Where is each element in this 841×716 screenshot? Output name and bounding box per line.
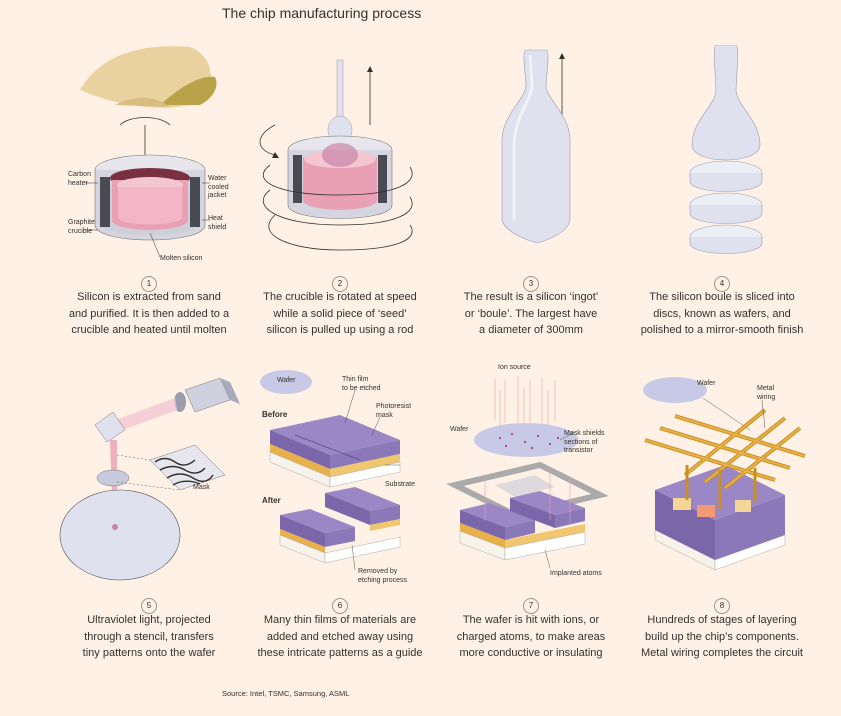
step-1-caption: Silicon is extracted from sand and purif… — [49, 289, 249, 339]
source-note: Source: Intel, TSMC, Samsung, ASML — [222, 689, 350, 698]
step-2-caption: The crucible is rotated at speed while a… — [240, 289, 440, 339]
label-heat-shield: Heat shield — [208, 215, 227, 231]
label-molten-silicon: Molten silicon — [160, 255, 203, 262]
step-3-caption-line: or ‘boule’. The largest have — [464, 307, 598, 320]
step-4-caption-line: discs, known as wafers, and — [653, 307, 791, 320]
step-1-caption-line: and purified. It is then added to a — [68, 307, 230, 320]
label-carbon-heater: Carbon heater — [68, 171, 91, 187]
label-implanted-atoms: Implanted atoms — [550, 570, 602, 577]
step-6-number: 6 — [332, 598, 348, 614]
step-4-caption: The silicon boule is sliced into discs, … — [622, 289, 822, 339]
step-5-caption-line: Ultraviolet light, projected — [87, 614, 211, 626]
label-wafer: Wafer — [697, 380, 716, 387]
step-1-number: 1 — [141, 276, 157, 292]
step-1-caption-line: crucible and heated until molten — [71, 324, 227, 336]
label-mask-shields: Mask shields sections of transistor — [564, 430, 605, 454]
step-5-number: 5 — [141, 598, 157, 614]
step-6-caption-line: added and etched away using — [266, 630, 414, 643]
step-7-caption: The wafer is hit with ions, or charged a… — [431, 612, 631, 662]
label-removed-by-etching: Removed by etching process — [358, 568, 408, 584]
label-graphite-crucible: Graphite crucible — [68, 219, 95, 235]
step-2-number: 2 — [332, 276, 348, 292]
step-6-caption-line: Many thin films of materials are — [263, 614, 417, 626]
step-3-number: 3 — [523, 276, 539, 292]
label-water-cooled-jacket: Water cooled jacket — [208, 175, 229, 199]
step-2-caption-line: while a solid piece of ‘seed’ — [273, 307, 407, 320]
step-1-illustration: Carbon heater Water cooled jacket Graphi… — [40, 35, 240, 270]
step-8-caption: Hundreds of stages of layering build up … — [622, 612, 822, 662]
label-mask: Mask — [193, 484, 210, 491]
step-7-caption-line: more conductive or insulating — [459, 647, 603, 659]
step-4-caption-line: polished to a mirror-smooth finish — [640, 324, 804, 336]
label-thin-film: Thin film to be etched — [342, 376, 381, 392]
step-7-caption-line: charged atoms, to make areas — [456, 630, 606, 643]
step-2-caption-line: The crucible is rotated at speed — [263, 291, 417, 303]
step-3-caption: The result is a silicon ‘ingot’ or ‘boul… — [431, 289, 631, 339]
step-5-illustration: Mask — [55, 370, 255, 590]
page-title: The chip manufacturing process — [222, 5, 422, 21]
label-wafer: Wafer — [277, 377, 296, 384]
label-before: Before — [262, 410, 288, 419]
step-4-number: 4 — [714, 276, 730, 292]
step-1-caption-line: Silicon is extracted from sand — [77, 291, 221, 303]
label-metal-wiring: Metal wiring — [757, 385, 776, 401]
label-after: After — [262, 496, 281, 505]
step-6-caption-line: these intricate patterns as a guide — [257, 647, 423, 659]
step-5-caption: Ultraviolet light, projected through a s… — [49, 612, 249, 662]
step-4-illustration — [620, 45, 820, 260]
label-substrate: Substrate — [385, 481, 415, 488]
step-8-illustration: Wafer Metal wiring — [625, 370, 825, 590]
label-wafer: Wafer — [450, 426, 469, 433]
step-8-caption-line: Metal wiring completes the circuit — [640, 647, 803, 659]
step-5-caption-line: through a stencil, transfers — [84, 630, 214, 643]
step-3-illustration — [430, 45, 630, 250]
step-7-illustration: Ion source Wafer Mask shields sections o… — [440, 360, 640, 585]
step-7-number: 7 — [523, 598, 539, 614]
step-8-caption-line: Hundreds of stages of layering — [647, 614, 797, 626]
step-4-caption-line: The silicon boule is sliced into — [649, 291, 795, 303]
step-7-caption-line: The wafer is hit with ions, or — [462, 614, 600, 626]
step-8-caption-line: build up the chip’s components. — [645, 630, 799, 643]
label-photoresist-mask: Photoresist mask — [376, 403, 412, 419]
step-6-caption: Many thin films of materials are added a… — [240, 612, 440, 662]
step-3-caption-line: The result is a silicon ‘ingot’ — [463, 291, 599, 303]
step-2-illustration — [245, 55, 445, 265]
label-ion-source: Ion source — [498, 364, 531, 371]
step-2-caption-line: silicon is pulled up using a rod — [266, 324, 414, 336]
step-5-caption-line: tiny patterns onto the wafer — [82, 647, 216, 659]
step-8-number: 8 — [714, 598, 730, 614]
step-6-illustration: Wafer Thin film to be etched Photoresist… — [250, 365, 450, 590]
step-3-caption-line: a diameter of 300mm — [479, 324, 583, 336]
